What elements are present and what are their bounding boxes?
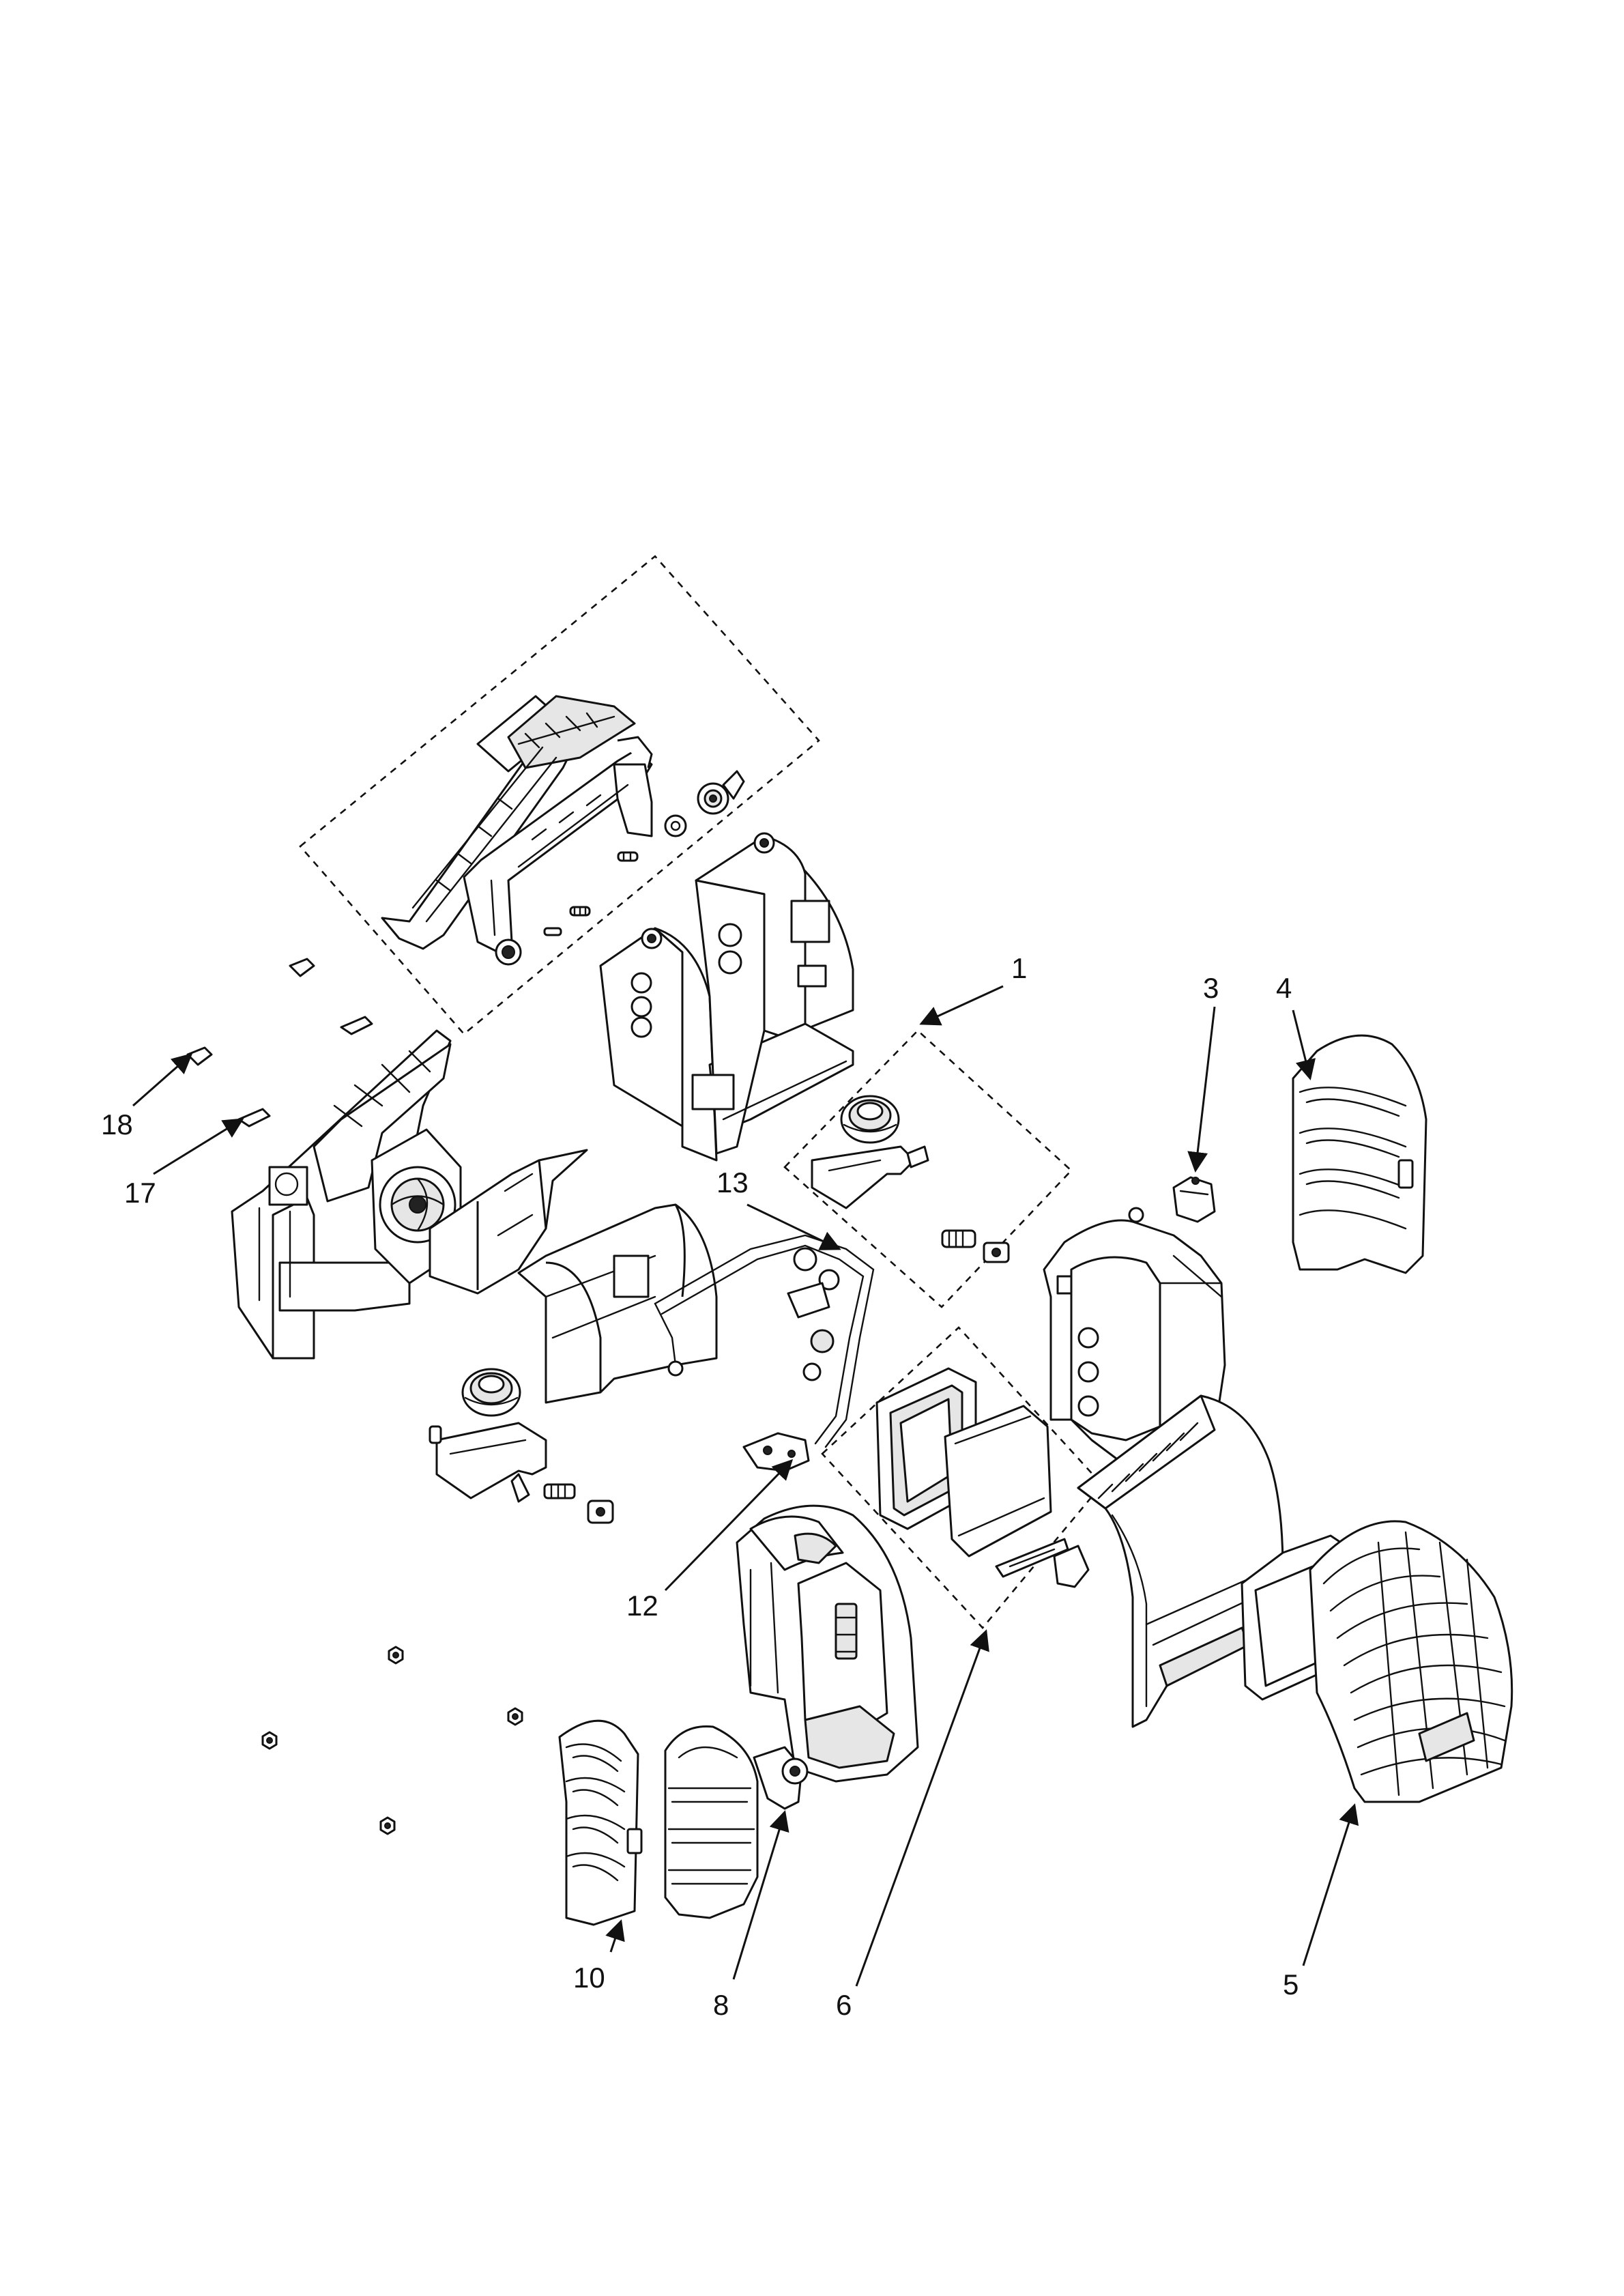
lower-regulator-assembly <box>429 1368 614 1524</box>
front-case <box>736 1504 919 1783</box>
callout-3: 3 <box>1203 972 1219 1004</box>
hex-nuts <box>261 1646 523 1835</box>
filter-assembly <box>875 1367 1090 1588</box>
callout-4: 4 <box>1276 972 1292 1004</box>
clip-part-18 <box>186 958 315 1066</box>
callout-leaders <box>132 985 1359 1987</box>
callout-8: 8 <box>713 1989 729 2021</box>
side-panel-left <box>558 1719 643 1926</box>
center-heat-shield <box>517 1203 718 1404</box>
gas-line-assembly <box>654 1234 875 1472</box>
callout-labels: 1 3 4 5 6 8 10 12 13 17 18 <box>101 952 1299 2021</box>
piezo-ignitor <box>1172 1176 1216 1223</box>
ignitor-bracket <box>753 1746 809 1810</box>
clip-part-17 <box>237 1016 373 1128</box>
filter-assembly-group-outline <box>821 1326 1103 1629</box>
handle-small-parts <box>543 770 745 936</box>
callout-6: 6 <box>836 1989 852 2021</box>
handle-front <box>463 736 653 966</box>
regulator-assembly <box>811 1095 1010 1263</box>
side-panel-right <box>664 1725 759 1919</box>
side-panel-upper-right <box>1292 1034 1427 1274</box>
handle-rear <box>381 695 636 950</box>
callout-5: 5 <box>1283 1968 1299 2000</box>
fan-housing <box>231 1029 452 1360</box>
callout-1: 1 <box>1011 952 1027 984</box>
callout-12: 12 <box>626 1590 658 1622</box>
burner-shield <box>429 1149 588 1295</box>
callout-18: 18 <box>101 1108 133 1140</box>
rear-housing <box>1043 1207 1226 1462</box>
handle-assembly-group-outline <box>299 555 820 1035</box>
callout-17: 17 <box>124 1177 156 1209</box>
callout-13: 13 <box>716 1166 749 1199</box>
main-frame <box>599 832 854 1162</box>
front-grill <box>1241 1520 1513 1803</box>
callout-10: 10 <box>573 1962 605 1994</box>
